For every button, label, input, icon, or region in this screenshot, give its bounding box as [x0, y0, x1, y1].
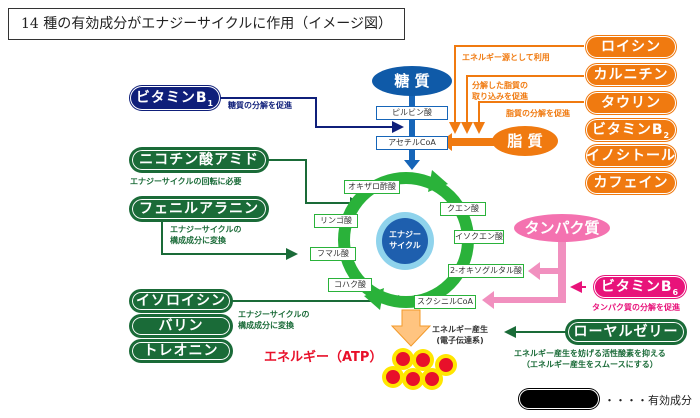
cycle-step-succinyl-coa: スクシニルCoA	[414, 295, 476, 309]
atp-label: エネルギー（ATP）	[264, 350, 383, 365]
bcaa-note-line-2: 構成成分に変換	[238, 321, 294, 330]
ingredient-nicotinamide: ニコチン酸アミド	[130, 148, 268, 172]
atp-dot	[439, 358, 453, 372]
cycle-step-citrate: クエン酸	[440, 202, 486, 216]
ingredient-inositol: イノシトール	[586, 145, 676, 167]
atp-arrow	[390, 309, 432, 347]
gear-label-line-2: サイクル	[389, 241, 421, 250]
fat-oval: 脂 質	[492, 126, 558, 156]
bcaa-note: エナジーサイクルの 構成成分に変換	[238, 309, 309, 331]
diagram-title: 14 種の有効成分がエナジーサイクルに作用（イメージ図）	[8, 8, 405, 40]
ingredient-label: ビタミンB	[135, 90, 208, 106]
ingredient-phenylalanine: フェニルアラニン	[130, 197, 268, 221]
protein-arrow-upper	[528, 262, 562, 280]
cycle-step-fumarate: フマル酸	[310, 247, 356, 261]
ingredient-vitamin-b6: ビタミンB6	[594, 276, 686, 298]
energy-production-line-2: (電子伝達系)	[436, 336, 484, 345]
ingredient-threonine: トレオニン	[130, 340, 232, 362]
energy-production-label: エネルギー産生 (電子伝達系)	[432, 324, 488, 346]
cycle-arrowhead-top	[428, 170, 448, 192]
protein-arrow-lower	[482, 291, 566, 309]
legend-swatch	[519, 389, 599, 409]
atp-dot	[425, 372, 439, 386]
atp-dot	[416, 353, 430, 367]
ingredient-subscript: 6	[672, 287, 680, 297]
ingredient-vitamin-b1: ビタミンB1	[130, 86, 220, 110]
ingredient-label: ビタミンB	[600, 279, 673, 295]
atp-dot	[396, 352, 410, 366]
cycle-arrowhead-bottom	[364, 288, 384, 310]
cycle-step-isocitrate: イソクエン酸	[454, 230, 504, 244]
energy-production-line-1: エネルギー産生	[432, 325, 488, 334]
ingredient-subscript: 2	[663, 130, 671, 140]
phenylalanine-note-line-1: エナジーサイクルの	[170, 225, 242, 234]
ingredient-carnitine: カルニチン	[586, 64, 676, 86]
ingredient-leucine: ロイシン	[586, 36, 676, 58]
acetyl-coa-box: アセチルCoA	[376, 136, 448, 150]
vitamin-b6-note: タンパク質の分解を促進	[592, 303, 680, 312]
gear-label-line-1: エナジー	[389, 230, 421, 239]
phenylalanine-arrow	[161, 222, 298, 260]
cycle-step-malate: リンゴ酸	[314, 214, 358, 228]
nicotinamide-note: エナジーサイクルの回転に必要	[130, 177, 242, 186]
pyruvic-acid-box: ピルビン酸	[376, 106, 448, 120]
atp-dot	[406, 372, 420, 386]
carnitine-note-line-1: 分解した脂質の	[472, 81, 528, 90]
cycle-step-oxaloacetate: オキザロ酢酸	[344, 180, 400, 194]
energy-cycle-gear-icon: エナジー サイクル	[376, 212, 434, 270]
ingredient-label: ビタミンB	[591, 122, 664, 138]
atp-dot	[386, 370, 400, 384]
sugar-flow-arrowhead	[404, 160, 420, 170]
ingredient-subscript: 1	[207, 98, 215, 108]
phenylalanine-note-line-2: 構成成分に変換	[170, 236, 226, 245]
cycle-step-oxoglutarate: 2-オキソグルタル酸	[448, 264, 524, 278]
ingredient-isoleucine: イソロイシン	[130, 290, 232, 312]
phenylalanine-note: エナジーサイクルの 構成成分に変換	[170, 224, 241, 246]
b1-arrow	[220, 97, 404, 133]
royal-jelly-note-line-2: （エネルギー産生をスムースにする）	[522, 360, 658, 369]
leucine-note: エネルギー源として利用	[462, 53, 550, 62]
sugar-oval: 糖 質	[372, 66, 452, 96]
ingredient-vitamin-b2: ビタミンB2	[586, 119, 676, 141]
taurine-note: 脂質の分解を促進	[506, 109, 570, 118]
legend-label: ・・・・有効成分	[604, 394, 692, 407]
leucine-arrow	[449, 45, 584, 134]
ingredient-royal-jelly: ローヤルゼリー	[566, 320, 686, 344]
ingredient-taurine: タウリン	[586, 92, 676, 114]
royal-jelly-note-line-1: エネルギー産生を妨げる活性酸素を抑える	[514, 349, 666, 358]
protein-oval: タンパク質	[514, 214, 610, 242]
bcaa-note-line-1: エナジーサイクルの	[238, 310, 310, 319]
ingredient-caffeine: カフェイン	[586, 172, 676, 194]
carnitine-note-line-2: 取り込みを促進	[472, 92, 528, 101]
nicotinamide-arrow	[268, 159, 362, 209]
royal-jelly-note: エネルギー産生を妨げる活性酸素を抑える （エネルギー産生をスムースにする）	[514, 348, 666, 370]
carnitine-note: 分解した脂質の 取り込みを促進	[472, 80, 528, 102]
carnitine-arrow	[461, 75, 584, 134]
cycle-step-succinate: コハク酸	[328, 278, 372, 292]
ingredient-valine: バリン	[130, 315, 232, 337]
taurine-arrow	[473, 101, 584, 134]
vitamin-b1-note: 糖質の分解を促進	[228, 101, 292, 110]
fat-arrow	[440, 133, 500, 151]
